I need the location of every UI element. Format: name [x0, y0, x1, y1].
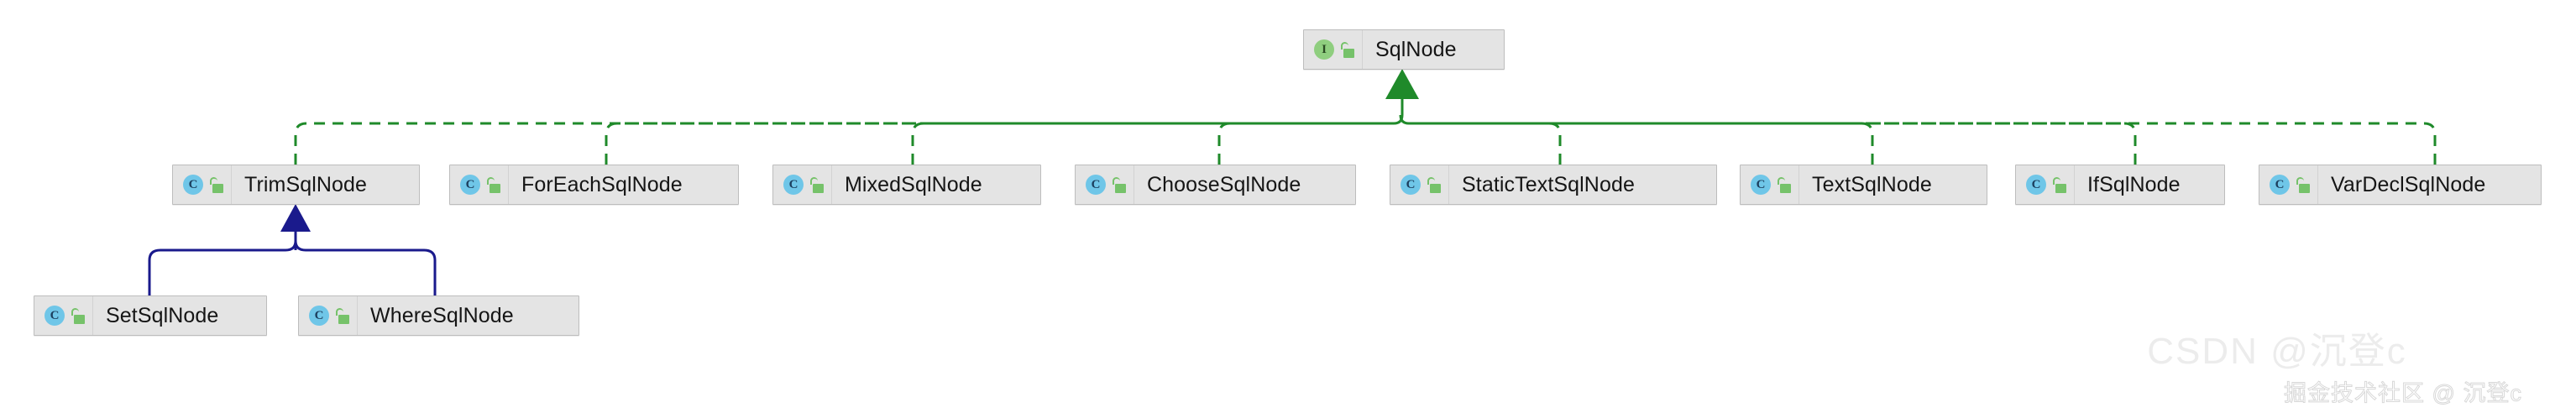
csdn-watermark: CSDN @沉登c — [2147, 331, 2407, 372]
node-label: ForEachSqlNode — [521, 172, 683, 196]
node-foreachsqlnode[interactable]: C ForEachSqlNode — [449, 165, 739, 205]
node-wheresqlnode[interactable]: C WhereSqlNode — [298, 295, 579, 336]
node-gutter: I — [1304, 30, 1363, 69]
node-label: StaticTextSqlNode — [1462, 172, 1635, 196]
node-textsqlnode[interactable]: C TextSqlNode — [1740, 165, 1987, 205]
node-label: SqlNode — [1375, 37, 1457, 61]
node-gutter: C — [299, 296, 358, 335]
interface-icon: I — [1314, 39, 1334, 60]
class-icon: C — [2270, 175, 2290, 195]
class-icon: C — [309, 306, 329, 326]
class-icon: C — [783, 175, 804, 195]
node-setsqlnode[interactable]: C SetSqlNode — [34, 295, 267, 336]
extends-arrowhead-trimsqlnode — [280, 204, 311, 232]
node-gutter: C — [450, 165, 509, 204]
extends-edge-wheresqlnode — [294, 240, 437, 295]
implements-edge-textsqlnode — [1409, 122, 1874, 165]
implements-edge-ifsqlnode — [1409, 122, 2137, 165]
class-icon: C — [1751, 175, 1771, 195]
node-label: ChooseSqlNode — [1147, 172, 1301, 196]
implements-edge-group — [294, 122, 2437, 165]
unlocked-lock-icon — [2296, 176, 2310, 193]
node-gutter: C — [2259, 165, 2318, 204]
node-trimsqlnode[interactable]: C TrimSqlNode — [172, 165, 420, 205]
extends-edge-group — [148, 225, 437, 295]
node-label: IfSqlNode — [2087, 172, 2181, 196]
implements-edge-trimsqlnode — [294, 122, 1394, 165]
class-icon: C — [1401, 175, 1421, 195]
node-gutter: C — [2016, 165, 2075, 204]
node-statictextsqlnode[interactable]: C StaticTextSqlNode — [1390, 165, 1717, 205]
implements-edge-riser — [1393, 92, 1410, 125]
node-ifsqlnode[interactable]: C IfSqlNode — [2015, 165, 2225, 205]
node-choosesqlnode[interactable]: C ChooseSqlNode — [1075, 165, 1356, 205]
node-gutter: C — [1076, 165, 1134, 204]
unlocked-lock-icon — [209, 176, 223, 193]
node-mixedsqlnode[interactable]: C MixedSqlNode — [772, 165, 1041, 205]
unlocked-lock-icon — [1112, 176, 1126, 193]
node-label: VarDeclSqlNode — [2331, 172, 2486, 196]
node-label: SetSqlNode — [106, 303, 219, 327]
unlocked-lock-icon — [1777, 176, 1791, 193]
node-label: TrimSqlNode — [244, 172, 368, 196]
implements-edge-vardeclsqlnode — [1409, 122, 2437, 165]
node-label: TextSqlNode — [1812, 172, 1932, 196]
class-icon: C — [460, 175, 480, 195]
unlocked-lock-icon — [71, 307, 85, 324]
implements-arrowhead-sqlnode — [1385, 69, 1419, 99]
class-icon: C — [2026, 175, 2046, 195]
node-sqlnode[interactable]: I SqlNode — [1303, 29, 1505, 70]
node-vardeclsqlnode[interactable]: C VarDeclSqlNode — [2259, 165, 2542, 205]
node-gutter: C — [173, 165, 232, 204]
class-icon: C — [1086, 175, 1106, 195]
class-icon: C — [45, 306, 65, 326]
unlocked-lock-icon — [1427, 176, 1441, 193]
class-icon: C — [183, 175, 203, 195]
node-label: WhereSqlNode — [370, 303, 514, 327]
extends-edge-setsqlnode — [148, 240, 297, 295]
unlocked-lock-icon — [335, 307, 349, 324]
implements-edge-mixedsqlnode — [911, 122, 1394, 165]
node-gutter: C — [34, 296, 93, 335]
unlocked-lock-icon — [486, 176, 500, 193]
node-label: MixedSqlNode — [845, 172, 982, 196]
node-gutter: C — [773, 165, 832, 204]
unlocked-lock-icon — [809, 176, 824, 193]
implements-edge-statictextsqlnode — [1409, 122, 1562, 165]
node-gutter: C — [1390, 165, 1449, 204]
node-gutter: C — [1741, 165, 1799, 204]
implements-edge-foreachsqlnode — [605, 122, 1394, 165]
juejin-watermark: 掘金技术社区 @ 沉登c — [2284, 380, 2522, 406]
unlocked-lock-icon — [1340, 41, 1354, 58]
unlocked-lock-icon — [2052, 176, 2066, 193]
implements-edge-choosesqlnode — [1217, 122, 1394, 165]
